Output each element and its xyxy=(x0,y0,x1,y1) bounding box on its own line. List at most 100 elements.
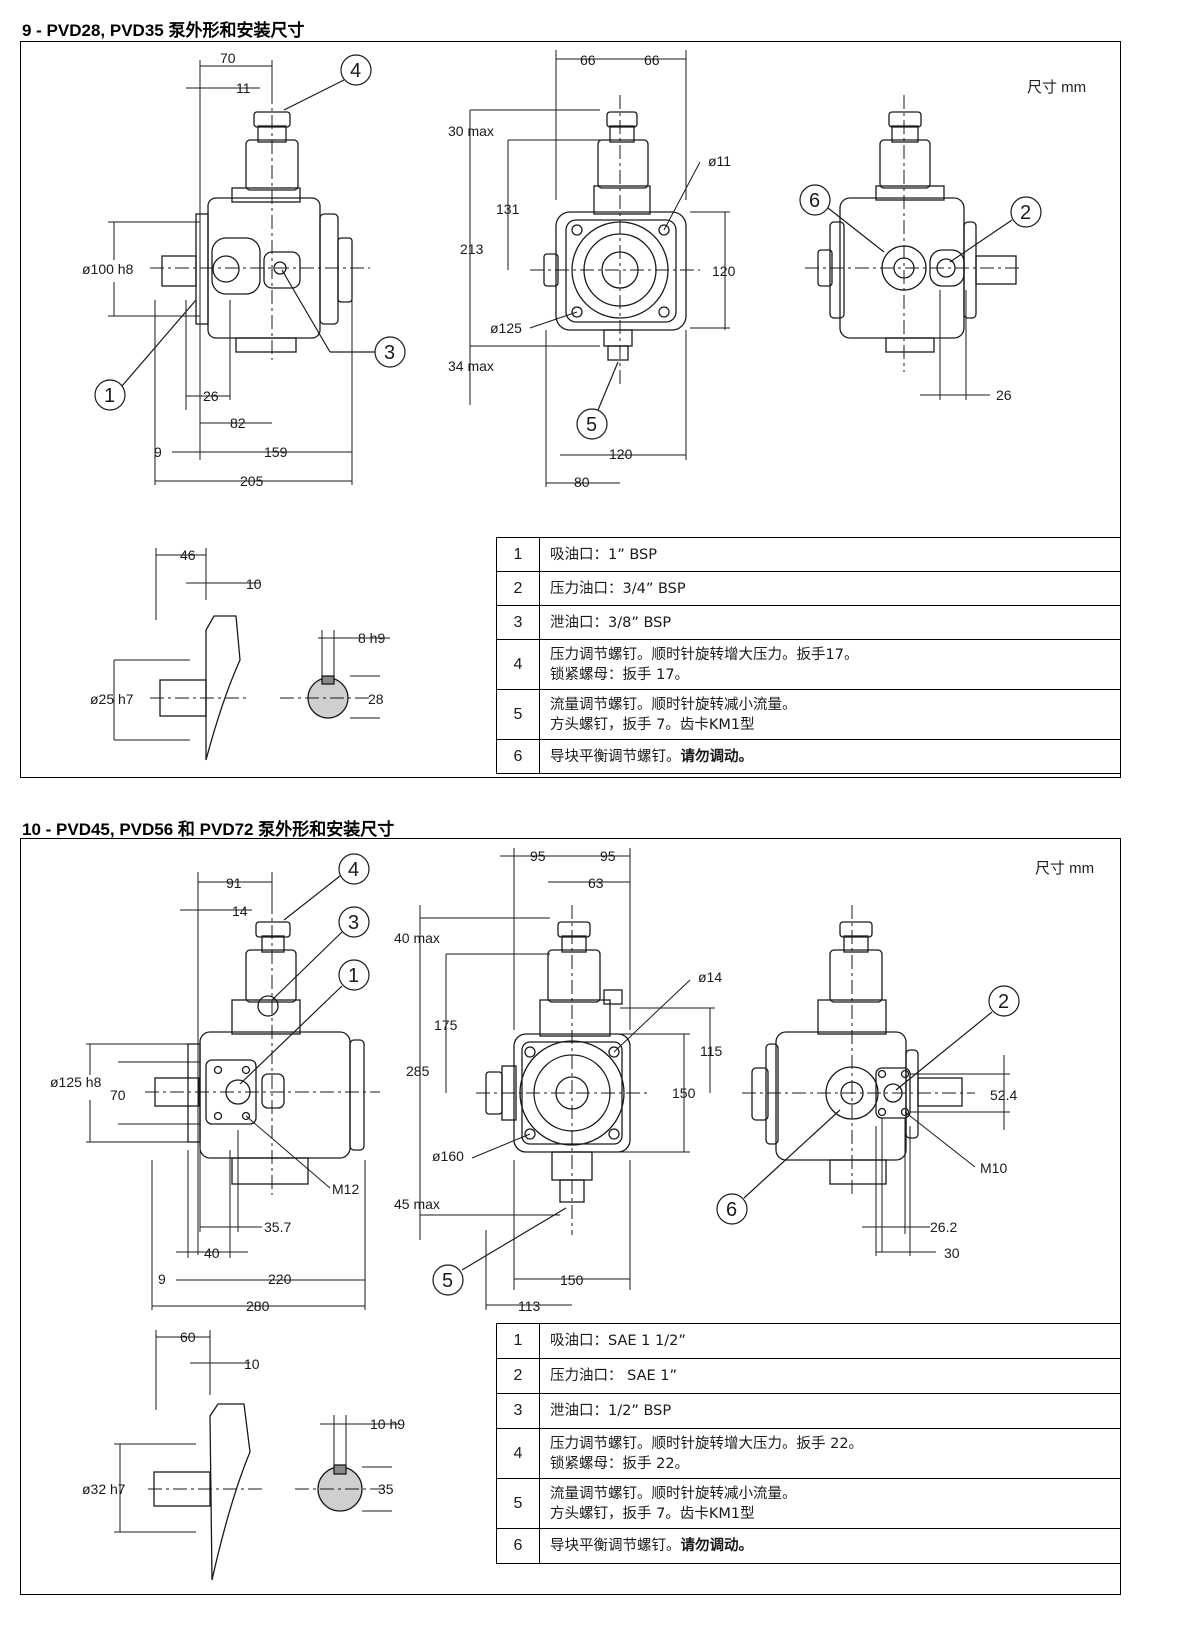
shaft-detail xyxy=(159,615,349,761)
dim-150-right: 150 xyxy=(672,1085,696,1101)
dim-80: 80 xyxy=(574,474,590,490)
dim-30: 30 xyxy=(944,1245,960,1261)
dim-dia125h8: ø125 h8 xyxy=(50,1074,102,1090)
legend-num: 6 xyxy=(496,739,540,774)
dim-280: 280 xyxy=(246,1298,270,1314)
legend-text: 压力调节螺钉。顺时针旋转增大压力。扳手17。 锁紧螺母：扳手 17。 xyxy=(539,639,1121,690)
dim-66-left: 66 xyxy=(580,52,596,68)
dim-52-4: 52.4 xyxy=(990,1087,1017,1103)
dim-28: 28 xyxy=(368,691,384,707)
legend-warning: 请勿调动。 xyxy=(680,1538,754,1554)
legend-warning: 请勿调动。 xyxy=(680,748,754,765)
legend-row: 1 吸油口：SAE 1 1/2” xyxy=(496,1323,1121,1359)
legend-line2: 锁紧螺母：扳手 22。 xyxy=(550,1455,690,1472)
dim-10: 10 xyxy=(244,1356,260,1372)
dim-35: 35 xyxy=(378,1481,394,1497)
callout-4: 4 xyxy=(348,859,359,881)
legend-num: 2 xyxy=(496,1358,540,1394)
dim-dia11: ø11 xyxy=(708,153,731,169)
dim-M10: M10 xyxy=(980,1160,1007,1176)
dim-205: 205 xyxy=(240,473,264,489)
section1-unit-label: 尺寸 mm xyxy=(1027,79,1087,96)
legend-line2: 方头螺钉，扳手 7。齿卡KM1型 xyxy=(550,1505,755,1522)
dim-213: 213 xyxy=(460,241,484,257)
dim-dia25: ø25 h7 xyxy=(90,691,134,707)
legend-line1: 压力调节螺钉。顺时针旋转增大压力。扳手17。 xyxy=(550,646,859,663)
legend-row: 5 流量调节螺钉。顺时针旋转减小流量。 方头螺钉，扳手 7。齿卡KM1型 xyxy=(496,1478,1121,1529)
legend-row: 2 压力油口：3/4” BSP xyxy=(496,571,1121,606)
dim-10h9: 10 h9 xyxy=(370,1416,405,1432)
dim-95-right: 95 xyxy=(600,848,616,864)
dim-9: 9 xyxy=(158,1271,166,1287)
legend-num: 4 xyxy=(496,1428,540,1479)
dim-26-2: 26.2 xyxy=(930,1219,957,1235)
dim-9: 9 xyxy=(154,444,162,460)
legend-text: 吸油口：1” BSP xyxy=(539,537,1121,572)
pump-front-view-large xyxy=(485,921,631,1203)
dim-159: 159 xyxy=(264,444,288,460)
legend-line1: 压力调节螺钉。顺时针旋转增大压力。扳手 22。 xyxy=(550,1435,864,1452)
dim-8h9: 8 h9 xyxy=(358,630,385,646)
dim-70: 70 xyxy=(220,50,236,66)
legend-line2: 锁紧螺母：扳手 17。 xyxy=(550,666,690,683)
legend-num: 1 xyxy=(496,537,540,572)
dim-30max: 30 max xyxy=(448,123,494,139)
legend-num: 6 xyxy=(496,1528,540,1564)
dim-95-left: 95 xyxy=(530,848,546,864)
legend-text: 流量调节螺钉。顺时针旋转减小流量。 方头螺钉，扳手 7。齿卡KM1型 xyxy=(539,1478,1121,1529)
legend-text: 导块平衡调节螺钉。请勿调动。 xyxy=(539,739,1121,774)
legend-line1: 流量调节螺钉。顺时针旋转减小流量。 xyxy=(550,696,797,713)
legend-row: 4 压力调节螺钉。顺时针旋转增大压力。扳手 22。 锁紧螺母：扳手 22。 xyxy=(496,1428,1121,1479)
dim-26: 26 xyxy=(203,388,219,404)
dim-35-7: 35.7 xyxy=(264,1219,291,1235)
legend-row: 1 吸油口：1” BSP xyxy=(496,537,1121,572)
dim-285: 285 xyxy=(406,1063,430,1079)
legend-row: 2 压力油口： SAE 1” xyxy=(496,1358,1121,1394)
legend-num: 1 xyxy=(496,1323,540,1359)
dim-34max: 34 max xyxy=(448,358,494,374)
legend-text: 压力油口： SAE 1” xyxy=(539,1358,1121,1394)
legend-row: 5 流量调节螺钉。顺时针旋转减小流量。 方头螺钉，扳手 7。齿卡KM1型 xyxy=(496,689,1121,740)
legend-num: 3 xyxy=(496,1393,540,1429)
dim-63: 63 xyxy=(588,875,604,891)
callout-6: 6 xyxy=(809,190,820,212)
section2-unit-label: 尺寸 mm xyxy=(1035,860,1095,877)
pump-rear-view-large xyxy=(751,921,963,1185)
dim-115: 115 xyxy=(700,1043,723,1059)
legend-num: 3 xyxy=(496,605,540,640)
legend-row: 3 泄油口：1/2” BSP xyxy=(496,1393,1121,1429)
callout-2: 2 xyxy=(1020,202,1031,224)
legend-line1: 导块平衡调节螺钉。 xyxy=(550,748,681,765)
dim-10: 10 xyxy=(246,576,262,592)
dim-82: 82 xyxy=(230,415,246,431)
callout-2: 2 xyxy=(998,991,1009,1013)
callout-3: 3 xyxy=(348,912,359,934)
legend-row: 3 泄油口：3/8” BSP xyxy=(496,605,1121,640)
dim-120-right: 120 xyxy=(712,263,736,279)
dim-dia14: ø14 xyxy=(698,969,722,985)
dim-dia100: ø100 h8 xyxy=(82,261,134,277)
callout-5: 5 xyxy=(442,1270,453,1292)
legend-text: 流量调节螺钉。顺时针旋转减小流量。 方头螺钉，扳手 7。齿卡KM1型 xyxy=(539,689,1121,740)
dim-131: 131 xyxy=(496,201,520,217)
legend-text: 压力油口：3/4” BSP xyxy=(539,571,1121,606)
legend-line1: 流量调节螺钉。顺时针旋转减小流量。 xyxy=(550,1485,797,1502)
callout-6: 6 xyxy=(726,1199,737,1221)
legend-row: 6 导块平衡调节螺钉。请勿调动。 xyxy=(496,1528,1121,1564)
dim-150-bottom: 150 xyxy=(560,1272,584,1288)
dim-113: 113 xyxy=(518,1298,541,1314)
callout-5: 5 xyxy=(586,414,597,436)
dim-60: 60 xyxy=(180,1329,196,1345)
shaft-detail-large xyxy=(153,1403,363,1581)
dim-175: 175 xyxy=(434,1017,458,1033)
legend-row: 6 导块平衡调节螺钉。请勿调动。 xyxy=(496,739,1121,774)
legend-text: 吸油口：SAE 1 1/2” xyxy=(539,1323,1121,1359)
section2-legend-table: 1 吸油口：SAE 1 1/2” 2 压力油口： SAE 1” 3 泄油口：1/… xyxy=(496,1323,1121,1564)
dim-70: 70 xyxy=(110,1087,126,1103)
dim-45max: 45 max xyxy=(394,1196,440,1212)
section1-legend-table: 1 吸油口：1” BSP 2 压力油口：3/4” BSP 3 泄油口：3/8” … xyxy=(496,537,1121,774)
pump-side-view-large xyxy=(154,921,365,1185)
legend-text: 泄油口：1/2” BSP xyxy=(539,1393,1121,1429)
